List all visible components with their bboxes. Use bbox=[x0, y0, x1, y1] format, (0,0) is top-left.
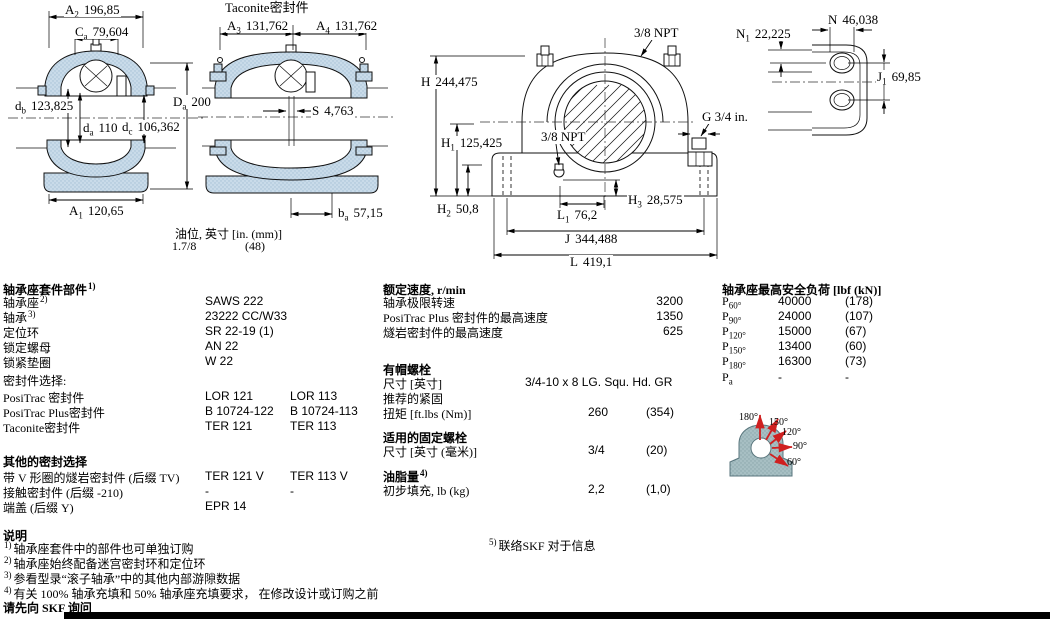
dim-label-npt-top: 3/8 NPT bbox=[633, 25, 680, 40]
load-direction-diagram bbox=[729, 414, 793, 477]
spec-row-anchor-size: 尺寸 [英寸 (毫米)]3/4(20) bbox=[383, 443, 668, 459]
dim-label-g: G 3/4 in. bbox=[701, 109, 749, 124]
bottom-rule bbox=[64, 612, 1050, 619]
taconite-seal-title: Taconite密封件 bbox=[224, 0, 310, 15]
drawing-housing-section bbox=[8, 11, 205, 204]
angle-label-150: 150° bbox=[769, 417, 788, 428]
load-row-pa: Pa-- bbox=[722, 370, 849, 387]
spec-row-end-cover: 端盖 (后缀 Y)EPR 14 bbox=[3, 499, 247, 515]
spec-row-bearing: 轴承3)23222 CC/W33 bbox=[3, 309, 288, 325]
note-4: 4)有关 100% 轴承充填和 50% 轴承座充填要求， 在修改设计或订购之前 bbox=[4, 585, 379, 602]
spec-row-recommended: 推荐的紧固 bbox=[383, 392, 444, 406]
cap-bolts-heading: 有帽螺栓 bbox=[383, 363, 432, 377]
loads-heading: 轴承座最高安全负荷 [lbf (kN)] bbox=[722, 283, 882, 297]
oil-level-value-in: 1.7/8 bbox=[172, 239, 197, 253]
anchor-bolts-heading: 适用的固定螺栓 bbox=[383, 431, 468, 445]
dim-label-npt-mid: 3/8 NPT bbox=[540, 129, 587, 144]
spec-row-cap-bolt-size: 尺寸 [英寸]3/4-10 x 8 LG. Squ. Hd. GR bbox=[383, 375, 673, 391]
speeds-heading: 额定速度, r/min bbox=[383, 283, 466, 297]
technical-drawings: .dl{stroke:#000;stroke-width:0.9;fill:no… bbox=[8, 11, 894, 259]
oil-level-label: 油位, 英寸 [in. (mm)] bbox=[175, 227, 282, 241]
spec-row-grease-fill: 初步填充, lb (kg)2,2(1,0) bbox=[383, 482, 671, 498]
note-3: 3)参看型录“滚子轴承”中的其他内部游隙数据 bbox=[4, 570, 241, 587]
angle-label-60: 60° bbox=[787, 457, 801, 468]
note-2: 2)轴承座始终配备迷宫密封环和定位环 bbox=[4, 555, 206, 572]
load-row-p90: P90°24000(107) bbox=[722, 309, 874, 326]
note-5: 5)联络SKF 对于信息 bbox=[489, 537, 596, 554]
notes-heading: 说明 bbox=[3, 529, 28, 543]
parts-heading: 轴承座套件部件1) bbox=[3, 281, 96, 298]
drawing-baseplate-view bbox=[768, 22, 894, 136]
spec-row-torque: 扭矩 [ft.lbs (Nm)]260(354) bbox=[383, 405, 675, 421]
drawing-front-view bbox=[430, 38, 720, 259]
note-1: 1)轴承座套件中的部件也可单独订购 bbox=[4, 540, 194, 557]
load-row-p60: P60°40000(178) bbox=[722, 294, 874, 311]
note-footer: 请先向 SKF 询问 bbox=[3, 601, 92, 615]
grease-heading: 油脂量4) bbox=[383, 468, 428, 485]
angle-label-180: 180° bbox=[739, 412, 758, 423]
other-seals-heading: 其他的密封选择 bbox=[3, 455, 88, 469]
seals-heading: 密封件选择: bbox=[3, 374, 67, 388]
drawing-taconite-section bbox=[198, 25, 396, 218]
spec-row-contact-seal: 接触密封件 (后缀 -210)-- bbox=[3, 484, 294, 500]
angle-label-90: 90° bbox=[793, 441, 807, 452]
load-row-p150: P150°13400(60) bbox=[722, 339, 867, 356]
spec-row-housing: 轴承座2)SAWS 222 bbox=[3, 294, 264, 310]
load-row-p120: P120°15000(67) bbox=[722, 324, 867, 341]
oil-level-value-mm: (48) bbox=[245, 239, 265, 253]
load-row-p180: P180°16300(73) bbox=[722, 354, 867, 371]
load-arrows bbox=[755, 414, 793, 467]
angle-label-120: 120° bbox=[782, 427, 801, 438]
